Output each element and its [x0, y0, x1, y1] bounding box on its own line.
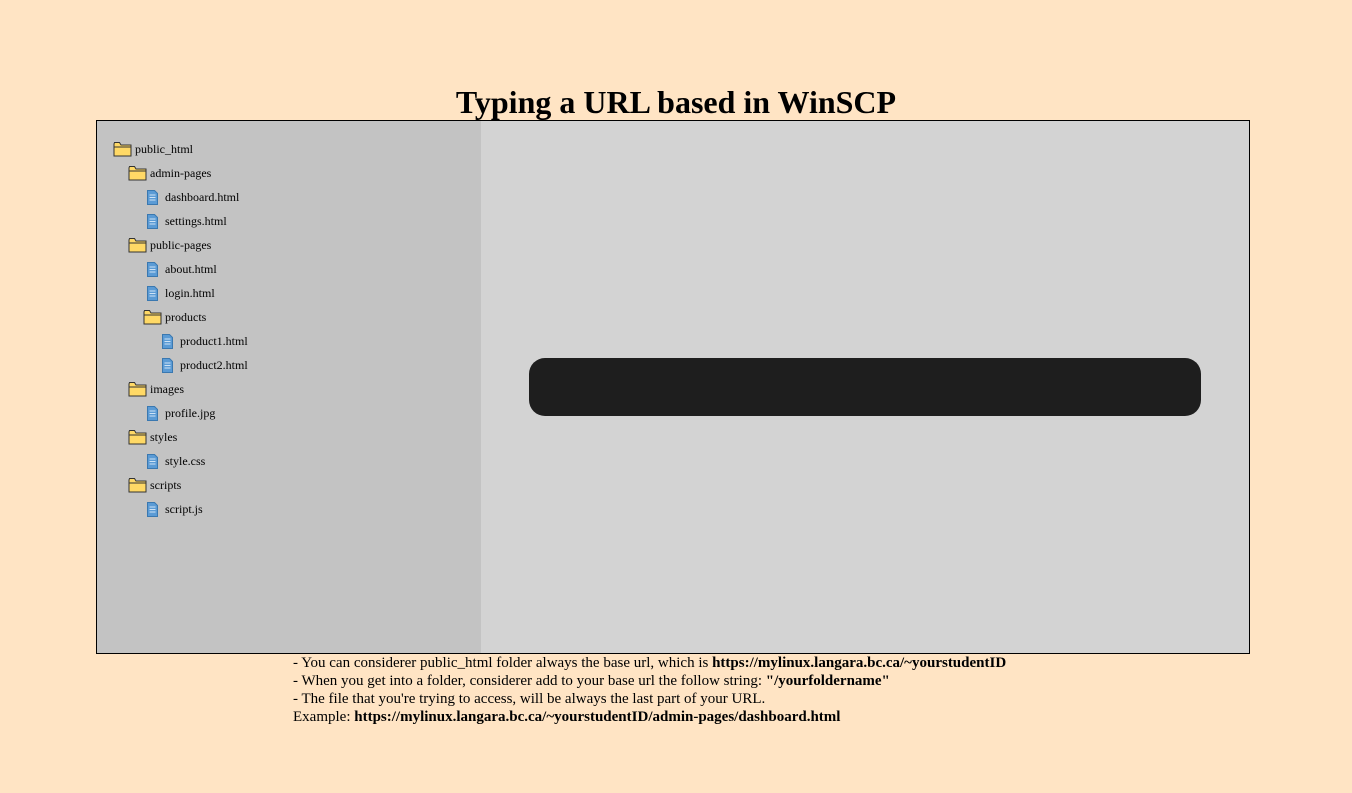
- instruction-line-3: - The file that you're trying to access,…: [293, 690, 1006, 708]
- tree-item-label: profile.jpg: [165, 405, 216, 420]
- tree-folder[interactable]: images: [113, 377, 248, 401]
- tree-item-label: about.html: [165, 261, 217, 276]
- tree-folder[interactable]: admin-pages: [113, 161, 248, 185]
- folder-icon: [128, 429, 147, 446]
- file-icon: [146, 285, 159, 302]
- tree-item-label: images: [150, 381, 184, 396]
- example-line: Example: https://mylinux.langara.bc.ca/~…: [293, 708, 1006, 726]
- folder-icon: [143, 309, 162, 326]
- tree-item-label: product2.html: [180, 357, 248, 372]
- base-url: https://mylinux.langara.bc.ca/~yourstude…: [712, 655, 1007, 671]
- page-title: Typing a URL based in WinSCP: [455, 84, 897, 120]
- instruction-line-1: - You can considerer public_html folder …: [293, 654, 1006, 672]
- tree-item-label: products: [165, 309, 207, 324]
- folder-icon: [113, 141, 132, 158]
- tree-folder[interactable]: public_html: [113, 137, 248, 161]
- folder-icon: [128, 237, 147, 254]
- tree-file[interactable]: style.css: [113, 449, 248, 473]
- tree-file[interactable]: settings.html: [113, 209, 248, 233]
- tree-file[interactable]: product2.html: [113, 353, 248, 377]
- tree-file[interactable]: login.html: [113, 281, 248, 305]
- file-icon: [146, 501, 159, 518]
- file-icon: [146, 405, 159, 422]
- tree-item-label: dashboard.html: [165, 189, 240, 204]
- winscp-frame: public_html admin-pages dashboard.html sett…: [96, 120, 1250, 654]
- tree-folder[interactable]: public-pages: [113, 233, 248, 257]
- tree-item-label: settings.html: [165, 213, 227, 228]
- tree-folder[interactable]: styles: [113, 425, 248, 449]
- file-tree: public_html admin-pages dashboard.html sett…: [113, 137, 248, 521]
- url-bar[interactable]: [529, 358, 1201, 416]
- tree-folder[interactable]: scripts: [113, 473, 248, 497]
- example-label: Example:: [293, 709, 355, 725]
- tree-item-label: scripts: [150, 477, 182, 492]
- instruction-line-2: - When you get into a folder, considerer…: [293, 672, 1006, 690]
- file-icon: [146, 261, 159, 278]
- tree-file[interactable]: profile.jpg: [113, 401, 248, 425]
- tree-item-label: style.css: [165, 453, 206, 468]
- tree-item-label: admin-pages: [150, 165, 212, 180]
- folder-icon: [128, 477, 147, 494]
- tree-item-label: script.js: [165, 501, 203, 516]
- file-icon: [146, 189, 159, 206]
- tree-folder[interactable]: products: [113, 305, 248, 329]
- tree-file[interactable]: about.html: [113, 257, 248, 281]
- example-url: https://mylinux.langara.bc.ca/~yourstude…: [354, 709, 841, 725]
- file-icon: [161, 333, 174, 350]
- folder-icon: [128, 165, 147, 182]
- file-tree-sidebar: public_html admin-pages dashboard.html sett…: [97, 121, 481, 653]
- folder-string: "/yourfoldername": [765, 673, 890, 689]
- tree-file[interactable]: product1.html: [113, 329, 248, 353]
- file-icon: [161, 357, 174, 374]
- tree-item-label: public-pages: [150, 237, 212, 252]
- instruction-line-1-text: - You can considerer public_html folder …: [293, 655, 713, 671]
- tree-file[interactable]: dashboard.html: [113, 185, 248, 209]
- file-icon: [146, 453, 159, 470]
- instruction-line-2-text: - When you get into a folder, considerer…: [293, 673, 766, 689]
- tree-file[interactable]: script.js: [113, 497, 248, 521]
- tree-item-label: public_html: [135, 141, 193, 156]
- tree-item-label: product1.html: [180, 333, 248, 348]
- instruction-line-3-text: - The file that you're trying to access,…: [293, 691, 766, 707]
- file-icon: [146, 213, 159, 230]
- tree-item-label: login.html: [165, 285, 215, 300]
- tree-item-label: styles: [150, 429, 178, 444]
- instructions: - You can considerer public_html folder …: [293, 654, 1006, 726]
- folder-icon: [128, 381, 147, 398]
